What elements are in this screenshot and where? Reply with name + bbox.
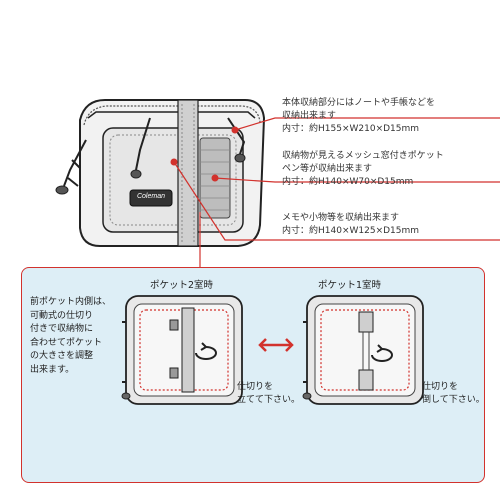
right-panel-title: ポケット1室時 (318, 280, 382, 291)
callout-line: メモや小物等を収納出来ます (282, 213, 400, 223)
description-line: の大きさを調整 (30, 351, 94, 361)
right-divider-note: 仕切りを 倒して下さい。 (422, 381, 485, 407)
double-arrow-icon (258, 338, 294, 352)
rotate-arrow-icon (195, 342, 217, 360)
bag-one-pocket-illustration (302, 295, 424, 405)
callout-line: 内寸：約H140×W70×D15mm (282, 177, 414, 187)
brand-logo: Coleman (136, 193, 165, 200)
description-line: 出来ます。 (30, 364, 75, 375)
callout-line: 内寸：約H140×W125×D15mm (282, 226, 420, 236)
note-line: 仕切りを (422, 382, 459, 392)
left-panel-title: ポケット2室時 (150, 280, 214, 291)
product-illustration (55, 99, 500, 267)
description-line: 合わせてポケット (30, 337, 103, 348)
callout-front-pocket: メモや小物等を収納出来ます 内寸：約H140×W125×D15mm (282, 212, 419, 238)
callout-main-compartment: 本体収納部分にはノートや手帳などを 収納出来ます 内寸：約H155×W210×D… (282, 97, 435, 136)
callout-line: 収納出来ます (282, 111, 337, 121)
callout-line: 内寸：約H155×W210×D15mm (282, 124, 420, 134)
callout-line: ペン等が収納出来ます (282, 164, 373, 174)
pocket-description: 前ポケット内側は、 可動式の仕切り 付きで収納物に 合わせてポケット の大きさを… (30, 296, 111, 377)
callout-line: 本体収納部分にはノートや手帳などを (282, 98, 436, 108)
note-line: 倒して下さい。 (422, 395, 485, 405)
left-divider-note: 仕切りを 立てて下さい。 (237, 381, 300, 407)
note-line: 立てて下さい。 (237, 395, 301, 405)
callout-line: 収納物が見えるメッシュ窓付きポケット (282, 151, 444, 161)
rotate-arrow-icon (371, 344, 393, 362)
description-line: 付きで収納物に (30, 324, 94, 334)
bag-two-pocket-illustration (121, 295, 243, 405)
callout-mesh-pocket: 収納物が見えるメッシュ窓付きポケット ペン等が収納出来ます 内寸：約H140×W… (282, 150, 444, 189)
note-line: 仕切りを (237, 382, 274, 392)
description-line: 前ポケット内側は、 (30, 297, 112, 307)
description-line: 可動式の仕切り (30, 310, 94, 321)
